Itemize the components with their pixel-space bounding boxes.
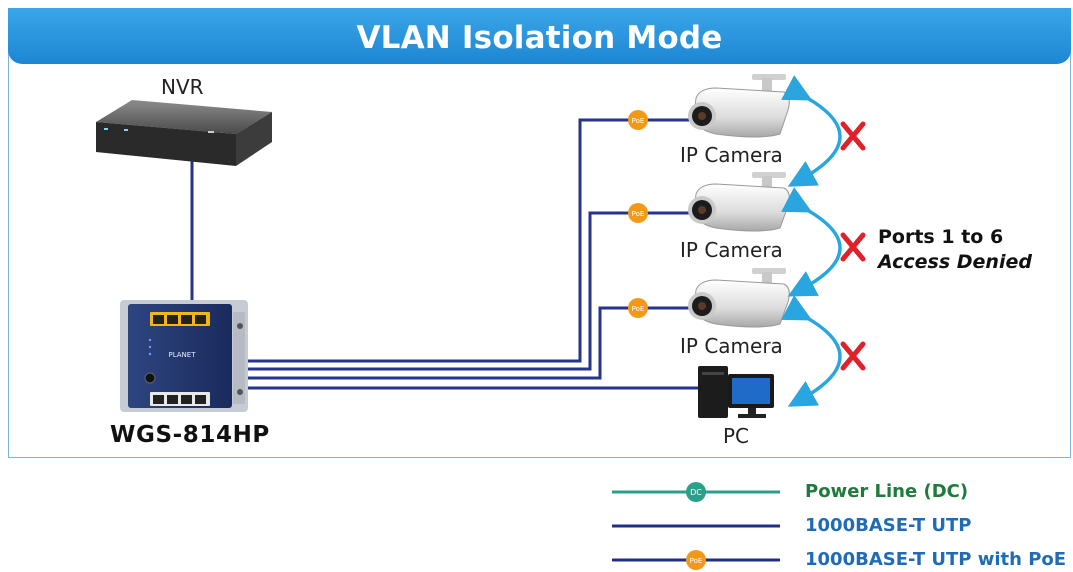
diagram-title: VLAN Isolation Mode — [356, 20, 723, 56]
legend-poe-label: 1000BASE-T UTP with PoE — [805, 549, 1067, 570]
deny-x-icon-2 — [840, 232, 866, 262]
legend-utp-label: 1000BASE-T UTP — [805, 515, 972, 536]
switch-logo: PLANET — [168, 351, 196, 359]
poe-badge-1: PoE — [628, 110, 648, 130]
svg-text:PoE: PoE — [632, 210, 645, 218]
camera-cable-2 — [248, 211, 690, 371]
svg-text:PoE: PoE — [690, 557, 703, 565]
switch-device-icon: PLANET — [120, 300, 248, 412]
pc-label: PC — [723, 424, 750, 448]
svg-text:DC: DC — [690, 488, 702, 497]
deny-x-icon-1 — [840, 121, 866, 151]
title-banner: VLAN Isolation Mode — [8, 8, 1071, 64]
isolation-ports-label: Ports 1 to 6 — [878, 226, 1004, 248]
camera-label-2: IP Camera — [680, 238, 783, 262]
isolation-denied-label: Access Denied — [878, 251, 1032, 273]
camera-cable-1 — [248, 118, 690, 363]
ip-camera-icon-2 — [688, 172, 790, 232]
camera-label-1: IP Camera — [680, 143, 783, 167]
svg-text:PoE: PoE — [632, 305, 645, 313]
svg-text:PoE: PoE — [632, 117, 645, 125]
isolation-arrows — [781, 75, 842, 407]
legend-poe-line: PoE — [612, 550, 780, 570]
nvr-device-icon — [96, 100, 272, 166]
deny-x-icon-3 — [840, 341, 866, 371]
poe-badge-3: PoE — [628, 298, 648, 318]
legend-dc-line: DC — [612, 482, 780, 502]
camera-label-3: IP Camera — [680, 334, 783, 358]
nvr-label: NVR — [161, 75, 204, 99]
pc-icon — [698, 366, 774, 418]
ip-camera-icon-3 — [688, 268, 790, 328]
legend-dc-label: Power Line (DC) — [805, 481, 969, 502]
switch-model-label: WGS-814HP — [110, 422, 270, 448]
ip-camera-icon-1 — [688, 74, 790, 138]
poe-badge-2: PoE — [628, 203, 648, 223]
